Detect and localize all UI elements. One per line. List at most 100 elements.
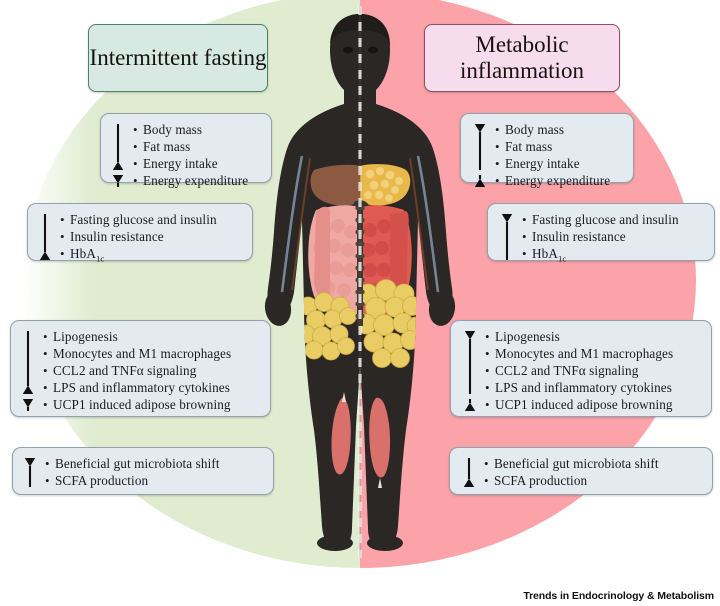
list-item: • Fasting glucose and insulin: [60, 211, 244, 228]
arrow-up-icon: [23, 458, 41, 487]
list-item-subscript: 1c: [95, 253, 105, 264]
list-rows: • Lipogenesis•Monocytes and M1 macrophage…: [457, 328, 703, 413]
list-item: • HbA1c: [60, 245, 244, 268]
list-item-label: SCFA production: [494, 473, 588, 488]
left-group-glycemic-markers: • Fasting glucose and insulin•Insulin res…: [27, 203, 253, 264]
bullet-icon: •: [45, 473, 50, 488]
list-item-label: Fat mass: [505, 139, 553, 154]
list-item: • Fat mass: [495, 138, 625, 155]
bullet-icon: •: [522, 229, 527, 244]
bullet-icon: •: [60, 212, 65, 227]
list-item: •LPS and inflammatory cytokines: [485, 379, 703, 396]
left-panel-title-text: Intermittent fasting: [89, 45, 267, 71]
bullet-icon: •: [485, 346, 490, 361]
list-rows: • Body mass • Fat mass • Energy intake • Energy…: [107, 121, 263, 189]
list-rows: • Fasting glucose and insulin•Insulin res…: [34, 211, 244, 268]
list-item-label: LPS and inflammatory cytokines: [495, 380, 672, 395]
list-item: • Lipogenesis: [485, 328, 703, 345]
left-group-gut-microbiota: •Beneficial gut microbiota shift•SCFA pr…: [12, 447, 274, 495]
list-item: • Fasting glucose and insulin: [522, 211, 706, 228]
bullet-icon: •: [45, 456, 50, 471]
list-item: • UCP1 induced adipose browning: [485, 396, 703, 413]
bullet-icon: •: [485, 363, 490, 378]
bullet-icon: •: [485, 397, 490, 412]
list-item: • Energy intake: [133, 155, 263, 172]
bullet-icon: •: [484, 473, 489, 488]
arrow-down-icon: [463, 399, 481, 411]
right-group-glycemic-markers: • Fasting glucose and insulin • Insulin res…: [487, 203, 715, 264]
list-item-label: LPS and inflammatory cytokines: [53, 380, 230, 395]
list-item: •HbA1c: [522, 245, 706, 268]
right-group-body-composition: •Body mass•Fat mass•Energy intake•Energy…: [460, 113, 634, 188]
right-group-inflammation-lipid: • Lipogenesis•Monocytes and M1 macrophage…: [450, 320, 712, 417]
list-item-label: Fasting glucose and insulin: [70, 212, 217, 227]
bullet-icon: •: [60, 246, 65, 261]
list-item-label: Beneficial gut microbiota shift: [494, 456, 659, 471]
bullet-icon: •: [60, 229, 65, 244]
list-item: • Fat mass: [133, 138, 263, 155]
list-item-label: UCP1 induced adipose browning: [495, 397, 673, 412]
muscle-right: [369, 397, 391, 488]
arrow-down-icon: [462, 458, 480, 487]
left-group-body-composition: • Body mass • Fat mass • Energy intake • Energy…: [100, 113, 272, 188]
list-item: • SCFA production: [484, 472, 704, 489]
arrow-up-icon: [500, 214, 518, 260]
list-item-label: Energy intake: [505, 156, 580, 171]
list-item-label: UCP1 induced adipose browning: [53, 397, 231, 412]
bullet-icon: •: [522, 212, 527, 227]
list-item: •Insulin resistance: [60, 228, 244, 245]
bullet-icon: •: [43, 346, 48, 361]
list-item: • Beneficial gut microbiota shift: [45, 455, 265, 472]
bullet-icon: •: [133, 122, 138, 137]
arrow-down-icon: [21, 331, 39, 394]
arrow-down-icon: [473, 175, 491, 187]
bullet-icon: •: [43, 329, 48, 344]
list-item: •Monocytes and M1 macrophages: [485, 345, 703, 362]
bullet-icon: •: [495, 139, 500, 154]
list-rows: • Lipogenesis•Monocytes and M1 macrophage…: [17, 328, 262, 413]
human-body-illustration: [258, 6, 462, 558]
muscle-left: [331, 392, 351, 475]
bullet-icon: •: [133, 156, 138, 171]
list-item: •CCL2 and TNFα signaling: [43, 362, 262, 379]
list-item-label: Insulin resistance: [532, 229, 626, 244]
list-item: • Energy expenditure: [133, 172, 263, 189]
list-item: • Insulin resistance: [522, 228, 706, 245]
list-item-label: Lipogenesis: [53, 329, 118, 344]
list-item-label: Fat mass: [143, 139, 191, 154]
right-panel-title-text: Metabolic inflammation: [460, 32, 584, 83]
list-item-subscript: 1c: [557, 253, 567, 264]
arrow-down-icon: [111, 124, 129, 170]
list-item: • UCP1 induced adipose browning: [43, 396, 262, 413]
journal-credit: Trends in Endocrinology & Metabolism: [523, 590, 714, 602]
bullet-icon: •: [522, 246, 527, 261]
list-item: • Energy intake: [495, 155, 625, 172]
list-item-label: HbA1c: [70, 246, 105, 264]
list-item: •Monocytes and M1 macrophages: [43, 345, 262, 362]
bullet-icon: •: [495, 156, 500, 171]
bullet-icon: •: [133, 173, 138, 188]
list-rows: • Fasting glucose and insulin • Insulin res…: [494, 211, 706, 268]
bullet-icon: •: [43, 380, 48, 395]
list-item-label: Fasting glucose and insulin: [532, 212, 679, 227]
list-item: • Body mass: [495, 121, 625, 138]
list-item-label: Energy expenditure: [505, 173, 611, 188]
list-item: • Body mass: [133, 121, 263, 138]
arrow-down-icon: [38, 214, 56, 260]
bullet-icon: •: [485, 329, 490, 344]
list-item: • CCL2 and TNFα signaling: [485, 362, 703, 379]
bullet-icon: •: [133, 139, 138, 154]
list-item-label: CCL2 and TNFα signaling: [495, 363, 639, 378]
arrow-up-icon: [21, 399, 39, 411]
list-item-label: CCL2 and TNFα signaling: [53, 363, 197, 378]
bullet-icon: •: [43, 397, 48, 412]
list-item-label: Beneficial gut microbiota shift: [55, 456, 220, 471]
list-item-label: Body mass: [505, 122, 565, 137]
list-item-label: Lipogenesis: [495, 329, 560, 344]
list-item-label: Energy intake: [143, 156, 218, 171]
list-item-label: Body mass: [143, 122, 203, 137]
bullet-icon: •: [495, 122, 500, 137]
arrow-up-icon: [463, 331, 481, 394]
list-item-label: Energy expenditure: [143, 173, 249, 188]
